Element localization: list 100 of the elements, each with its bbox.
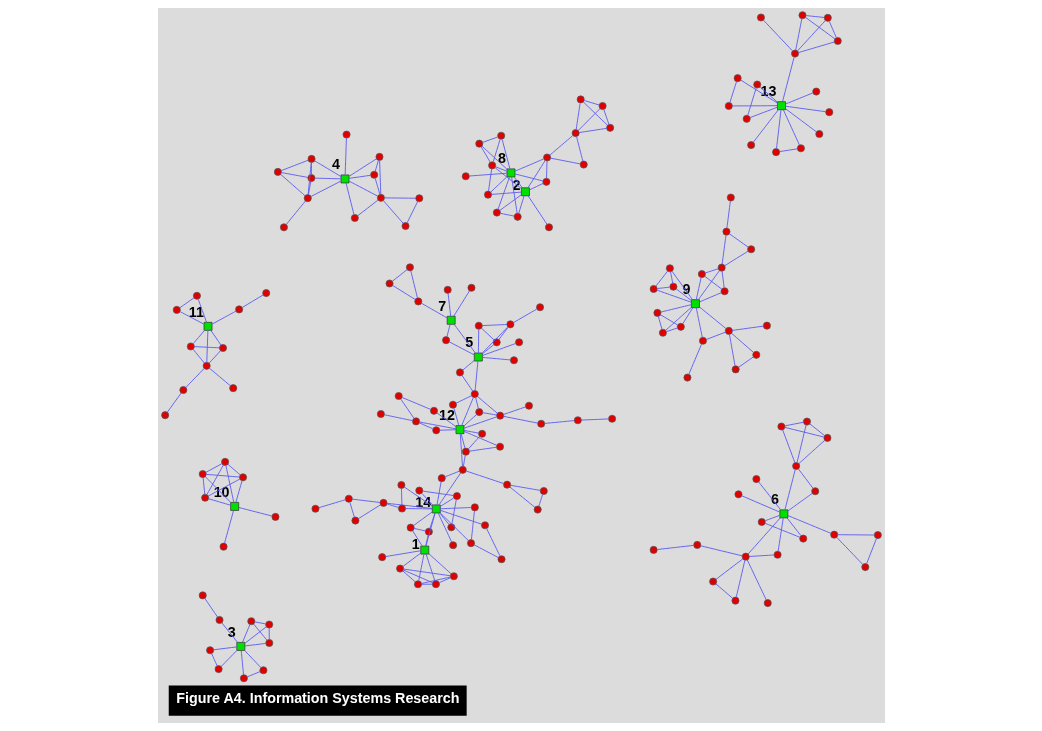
node-circle	[598, 102, 607, 110]
connector	[202, 477, 205, 495]
connector	[514, 173, 543, 182]
connector	[438, 512, 449, 525]
connector	[374, 159, 379, 172]
connector	[351, 498, 380, 503]
node-box	[455, 425, 464, 434]
connector	[406, 201, 418, 224]
node-circle	[401, 222, 409, 230]
node-circle	[413, 297, 422, 306]
connector	[797, 468, 813, 489]
connector	[240, 650, 244, 675]
connector	[461, 375, 473, 392]
node-circle	[810, 487, 819, 496]
connector	[578, 127, 607, 133]
connector	[402, 568, 450, 577]
node-circle	[514, 338, 523, 347]
connector	[777, 517, 784, 552]
node-box	[203, 321, 212, 331]
connector	[205, 473, 240, 478]
node-circle	[449, 572, 458, 581]
connector	[436, 481, 442, 506]
connector	[465, 470, 504, 484]
connector	[735, 559, 745, 598]
connector	[439, 429, 456, 431]
connector	[739, 79, 778, 104]
connector	[192, 349, 205, 364]
connector	[480, 327, 494, 341]
connector	[455, 395, 472, 404]
node-circle	[219, 542, 227, 551]
connector	[448, 341, 475, 356]
node-circle	[271, 513, 279, 521]
connector	[659, 314, 678, 326]
node-circle	[497, 555, 505, 564]
connector	[762, 19, 793, 52]
node-circle	[724, 326, 733, 335]
connector	[207, 498, 231, 506]
node-circle	[443, 285, 452, 294]
connector	[206, 464, 224, 495]
node-circle	[756, 13, 765, 22]
connector	[463, 414, 477, 427]
connector	[537, 494, 543, 507]
connector	[418, 422, 433, 430]
connector	[731, 105, 778, 107]
connector	[420, 576, 451, 584]
connector	[752, 109, 779, 143]
connector	[489, 176, 507, 193]
connector	[205, 330, 208, 363]
node-circle	[429, 406, 438, 415]
connector	[794, 18, 802, 51]
node-circle	[796, 144, 805, 153]
node-circle	[376, 410, 385, 418]
node-circle	[798, 534, 807, 543]
connector	[439, 507, 471, 510]
connector	[404, 508, 433, 510]
node-label: 7	[437, 297, 446, 314]
connector	[244, 643, 266, 647]
connector	[698, 306, 726, 329]
node-circle	[192, 291, 201, 300]
connector	[447, 293, 451, 317]
connector	[226, 463, 241, 476]
node-circle	[186, 342, 195, 351]
connector	[502, 415, 538, 424]
node-box	[340, 174, 349, 184]
node-circle	[458, 465, 467, 474]
connector	[460, 433, 465, 449]
connector	[403, 486, 432, 507]
connector	[241, 624, 250, 643]
node-circle	[377, 553, 386, 562]
connector	[205, 463, 222, 473]
connector	[784, 108, 817, 133]
node-circle	[542, 153, 551, 162]
connector	[310, 180, 341, 197]
node-circle	[751, 475, 760, 483]
connector	[378, 160, 381, 195]
connector	[836, 534, 875, 536]
connector	[210, 330, 221, 346]
node-circle	[742, 114, 751, 123]
node-circle	[717, 263, 726, 272]
node-circle	[698, 336, 707, 345]
connector	[527, 195, 547, 225]
connector	[481, 136, 498, 143]
connector	[193, 346, 220, 349]
connector	[461, 360, 475, 371]
connector	[473, 544, 498, 558]
node-circle	[342, 130, 350, 139]
node-circle	[379, 498, 387, 507]
node-circle	[649, 546, 658, 554]
connector	[498, 326, 509, 340]
connector	[382, 200, 403, 224]
connector	[494, 166, 507, 172]
connector	[384, 550, 421, 557]
connector	[313, 160, 341, 177]
node-circle	[791, 462, 800, 470]
node-circle	[505, 320, 514, 329]
connector	[664, 307, 692, 331]
node-circle	[234, 305, 243, 314]
connector	[344, 137, 347, 176]
node-label: 4	[331, 156, 340, 173]
node-circle	[350, 516, 359, 525]
